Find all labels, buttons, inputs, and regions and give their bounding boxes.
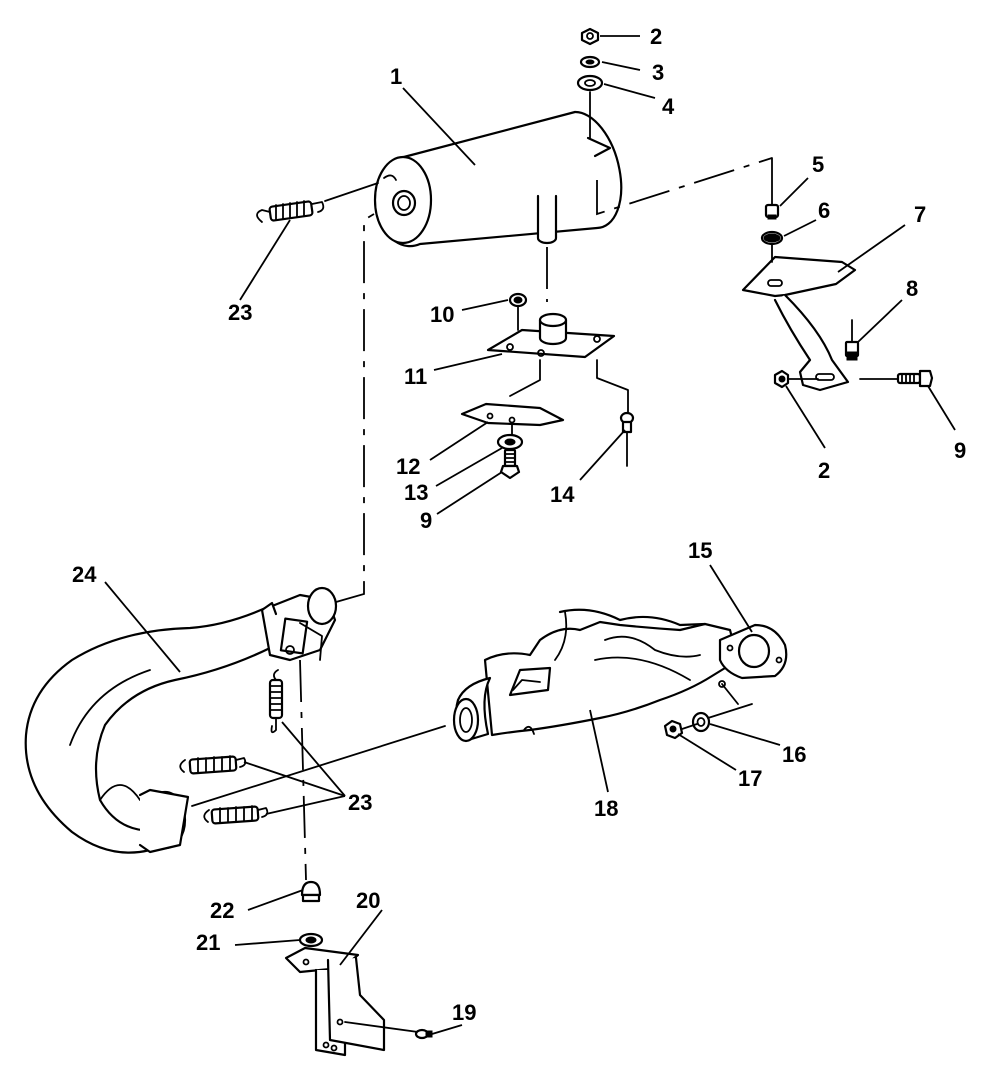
- callout-23-upper: 23: [228, 300, 252, 325]
- washer-icon: [691, 711, 711, 733]
- callout-5: 5: [812, 152, 824, 177]
- rivet-icon: [344, 1021, 433, 1040]
- callout-2-lower: 2: [818, 458, 830, 483]
- mount-plate-icon: [486, 312, 616, 359]
- callout-23-lower: 23: [348, 790, 372, 815]
- bolt-icon: [844, 319, 860, 361]
- bolt-icon: [896, 369, 934, 388]
- washer-icon: [298, 932, 324, 948]
- mount-plate-icon: [460, 402, 565, 427]
- callout-15: 15: [688, 538, 712, 563]
- callout-14: 14: [550, 482, 575, 507]
- bracket-icon: [284, 946, 386, 1057]
- spring-icon: [256, 200, 325, 223]
- callout-9-right: 9: [954, 438, 966, 463]
- grommet-icon: [764, 203, 780, 220]
- callout-12: 12: [396, 454, 420, 479]
- leader-lines: [104, 35, 956, 1035]
- washer-icon: [576, 74, 604, 92]
- gasket-icon: [718, 623, 788, 680]
- spring-icon: [203, 805, 269, 825]
- nut-icon: [663, 719, 684, 740]
- callout-9-center: 9: [420, 508, 432, 533]
- callout-3: 3: [652, 60, 664, 85]
- callout-24: 24: [72, 562, 97, 587]
- nut-icon: [580, 27, 600, 46]
- spring-icon: [179, 755, 247, 775]
- spring-icon: [268, 669, 284, 734]
- grommet-icon: [760, 230, 784, 246]
- nut-icon: [508, 292, 528, 308]
- callout-1: 1: [390, 64, 402, 89]
- callout-22: 22: [210, 898, 234, 923]
- muffler-icon: [373, 110, 623, 248]
- callout-4: 4: [662, 94, 675, 119]
- callout-10: 10: [430, 302, 454, 327]
- callout-8: 8: [906, 276, 918, 301]
- bracket-icon: [741, 255, 857, 392]
- callout-13: 13: [404, 480, 428, 505]
- callout-18: 18: [594, 796, 618, 821]
- callout-16: 16: [782, 742, 806, 767]
- callout-17: 17: [738, 766, 762, 791]
- exhaust-pipe-icon: [24, 586, 338, 854]
- bolt-icon: [499, 448, 521, 480]
- callout-20: 20: [356, 888, 380, 913]
- callout-7: 7: [914, 202, 926, 227]
- callout-2: 2: [650, 24, 662, 49]
- washer-icon: [496, 433, 524, 451]
- rivet-icon: [300, 880, 322, 903]
- exhaust-manifold-icon: [452, 608, 740, 743]
- callout-11: 11: [404, 364, 427, 389]
- callout-21: 21: [196, 930, 220, 955]
- callout-labels: 1 2 3 4 5 6 7 8 2 9 10 11 12 13 9 14 23 …: [72, 24, 966, 1025]
- nut-icon: [773, 369, 790, 389]
- washer-icon: [579, 55, 601, 69]
- rivet-icon: [619, 411, 635, 467]
- callout-19: 19: [452, 1000, 476, 1025]
- callout-6: 6: [818, 198, 830, 223]
